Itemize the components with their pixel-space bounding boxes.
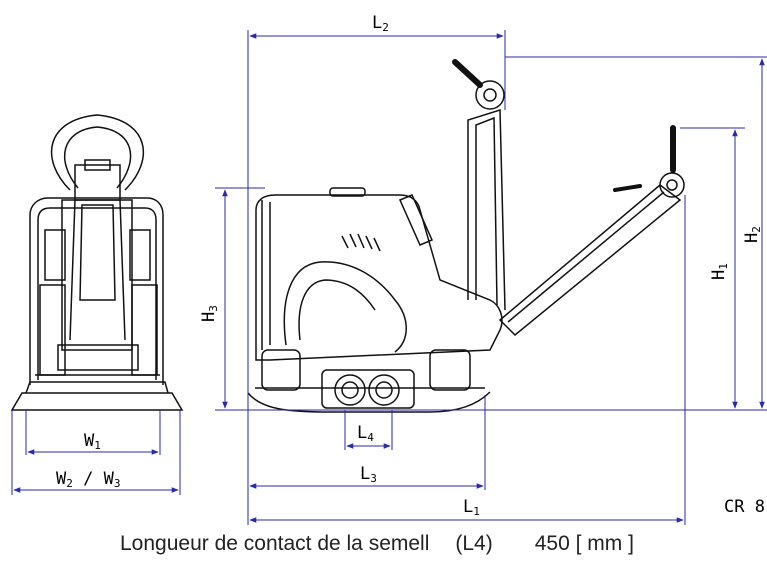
l4-label: L4 xyxy=(357,423,374,444)
caption-unit: [ mm ] xyxy=(575,532,634,555)
h1-label: H1 xyxy=(709,263,730,280)
l3-label: L3 xyxy=(360,464,377,485)
front-view-drawing xyxy=(10,114,184,411)
w1-label: W1 xyxy=(84,431,101,452)
l2-label: L2 xyxy=(372,13,389,34)
caption-param: (L4) xyxy=(455,532,493,555)
model-label: CR 8 xyxy=(724,497,765,517)
h3-label: H3 xyxy=(199,305,220,322)
caption-label: Longueur de contact de la semell xyxy=(120,532,430,555)
l1-label: L1 xyxy=(463,497,480,518)
caption-value: 450 xyxy=(534,532,570,555)
w23-label: W2 / W3 xyxy=(56,469,120,490)
h2-label: H2 xyxy=(742,226,763,243)
side-view-drawing xyxy=(247,59,685,413)
contact-length-caption: Longueur de contact de la semell(L4)450 … xyxy=(120,532,634,556)
dimension-lines xyxy=(11,30,767,525)
